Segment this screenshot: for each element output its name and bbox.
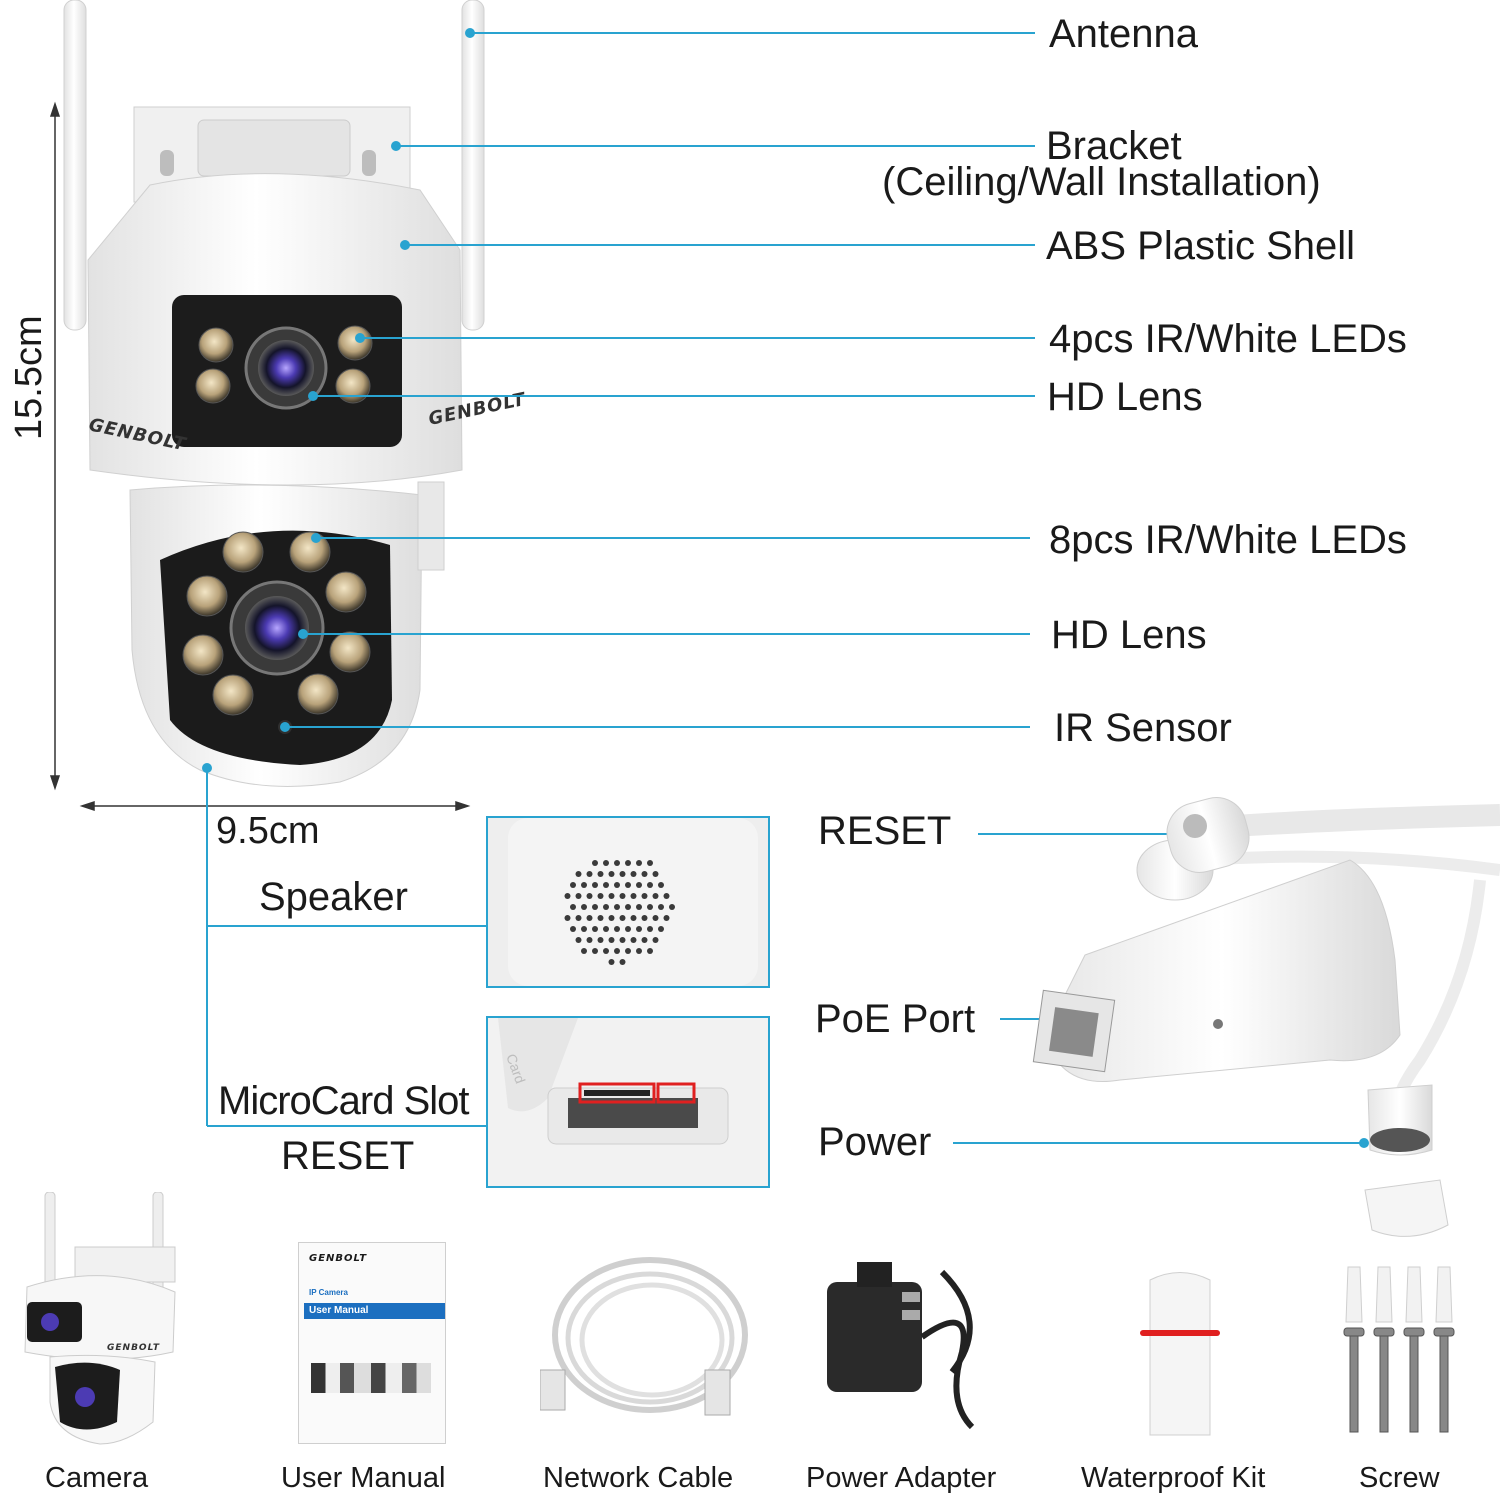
width-dimension-label: 9.5cm <box>216 810 320 852</box>
reset-slot-label: RESET <box>281 1134 415 1178</box>
microcard-slot-icon: Card <box>488 1018 768 1186</box>
power-adapter-icon <box>827 1262 975 1430</box>
lower-lens-label: HD Lens <box>1051 613 1207 657</box>
width-dimension <box>79 800 471 812</box>
upper-lens <box>258 340 314 396</box>
lower-leds <box>182 531 371 716</box>
bracket-note-label: (Ceiling/Wall Installation) <box>882 160 1321 204</box>
microcard-label: MicroCard Slot <box>218 1079 470 1123</box>
manual-title: User Manual <box>304 1303 445 1319</box>
network-cable-icon <box>540 1257 748 1416</box>
manual-subtitle: IP Camera <box>309 1288 348 1297</box>
bracket-label: Bracket <box>1046 124 1182 168</box>
poe-label: PoE Port <box>815 997 976 1041</box>
screw-icon <box>1343 1266 1455 1433</box>
shell-label: ABS Plastic Shell <box>1046 224 1356 268</box>
upper-lens-label: HD Lens <box>1047 375 1203 419</box>
antenna <box>63 0 485 331</box>
camera-thumb-logo: GENBOLT <box>107 1343 160 1353</box>
package-item-waterproof-kit: Waterproof Kit <box>1081 1462 1266 1494</box>
lower-leds-label: 8pcs IR/White LEDs <box>1049 518 1407 562</box>
waterproof-kit-icon <box>1140 1272 1220 1436</box>
package-item-user-manual: User Manual <box>281 1462 446 1494</box>
manual-logo: GENBOLT <box>309 1253 368 1264</box>
lower-lens <box>245 596 309 660</box>
package-item-camera: Camera <box>45 1462 149 1494</box>
camera-thumb-icon: GENBOLT <box>24 1192 176 1445</box>
height-dimension-label: 15.5cm <box>8 315 50 440</box>
poe-cable <box>1032 797 1500 1237</box>
package-item-screw: Screw <box>1359 1462 1440 1494</box>
speaker-grille-icon <box>508 818 758 986</box>
power-label: Power <box>818 1120 932 1164</box>
ir-sensor-label: IR Sensor <box>1054 706 1232 750</box>
package-item-network-cable: Network Cable <box>543 1462 734 1494</box>
speaker-label: Speaker <box>259 875 408 919</box>
package-item-power-adapter: Power Adapter <box>806 1462 997 1494</box>
manual-icon: GENBOLT IP Camera User Manual <box>298 1242 446 1444</box>
antenna-label: Antenna <box>1049 12 1199 56</box>
reset-cable-label: RESET <box>818 809 952 853</box>
height-dimension <box>49 101 61 791</box>
microcard-inset: Card <box>486 1016 770 1188</box>
speaker-inset <box>486 816 770 988</box>
upper-leds-label: 4pcs IR/White LEDs <box>1049 317 1407 361</box>
